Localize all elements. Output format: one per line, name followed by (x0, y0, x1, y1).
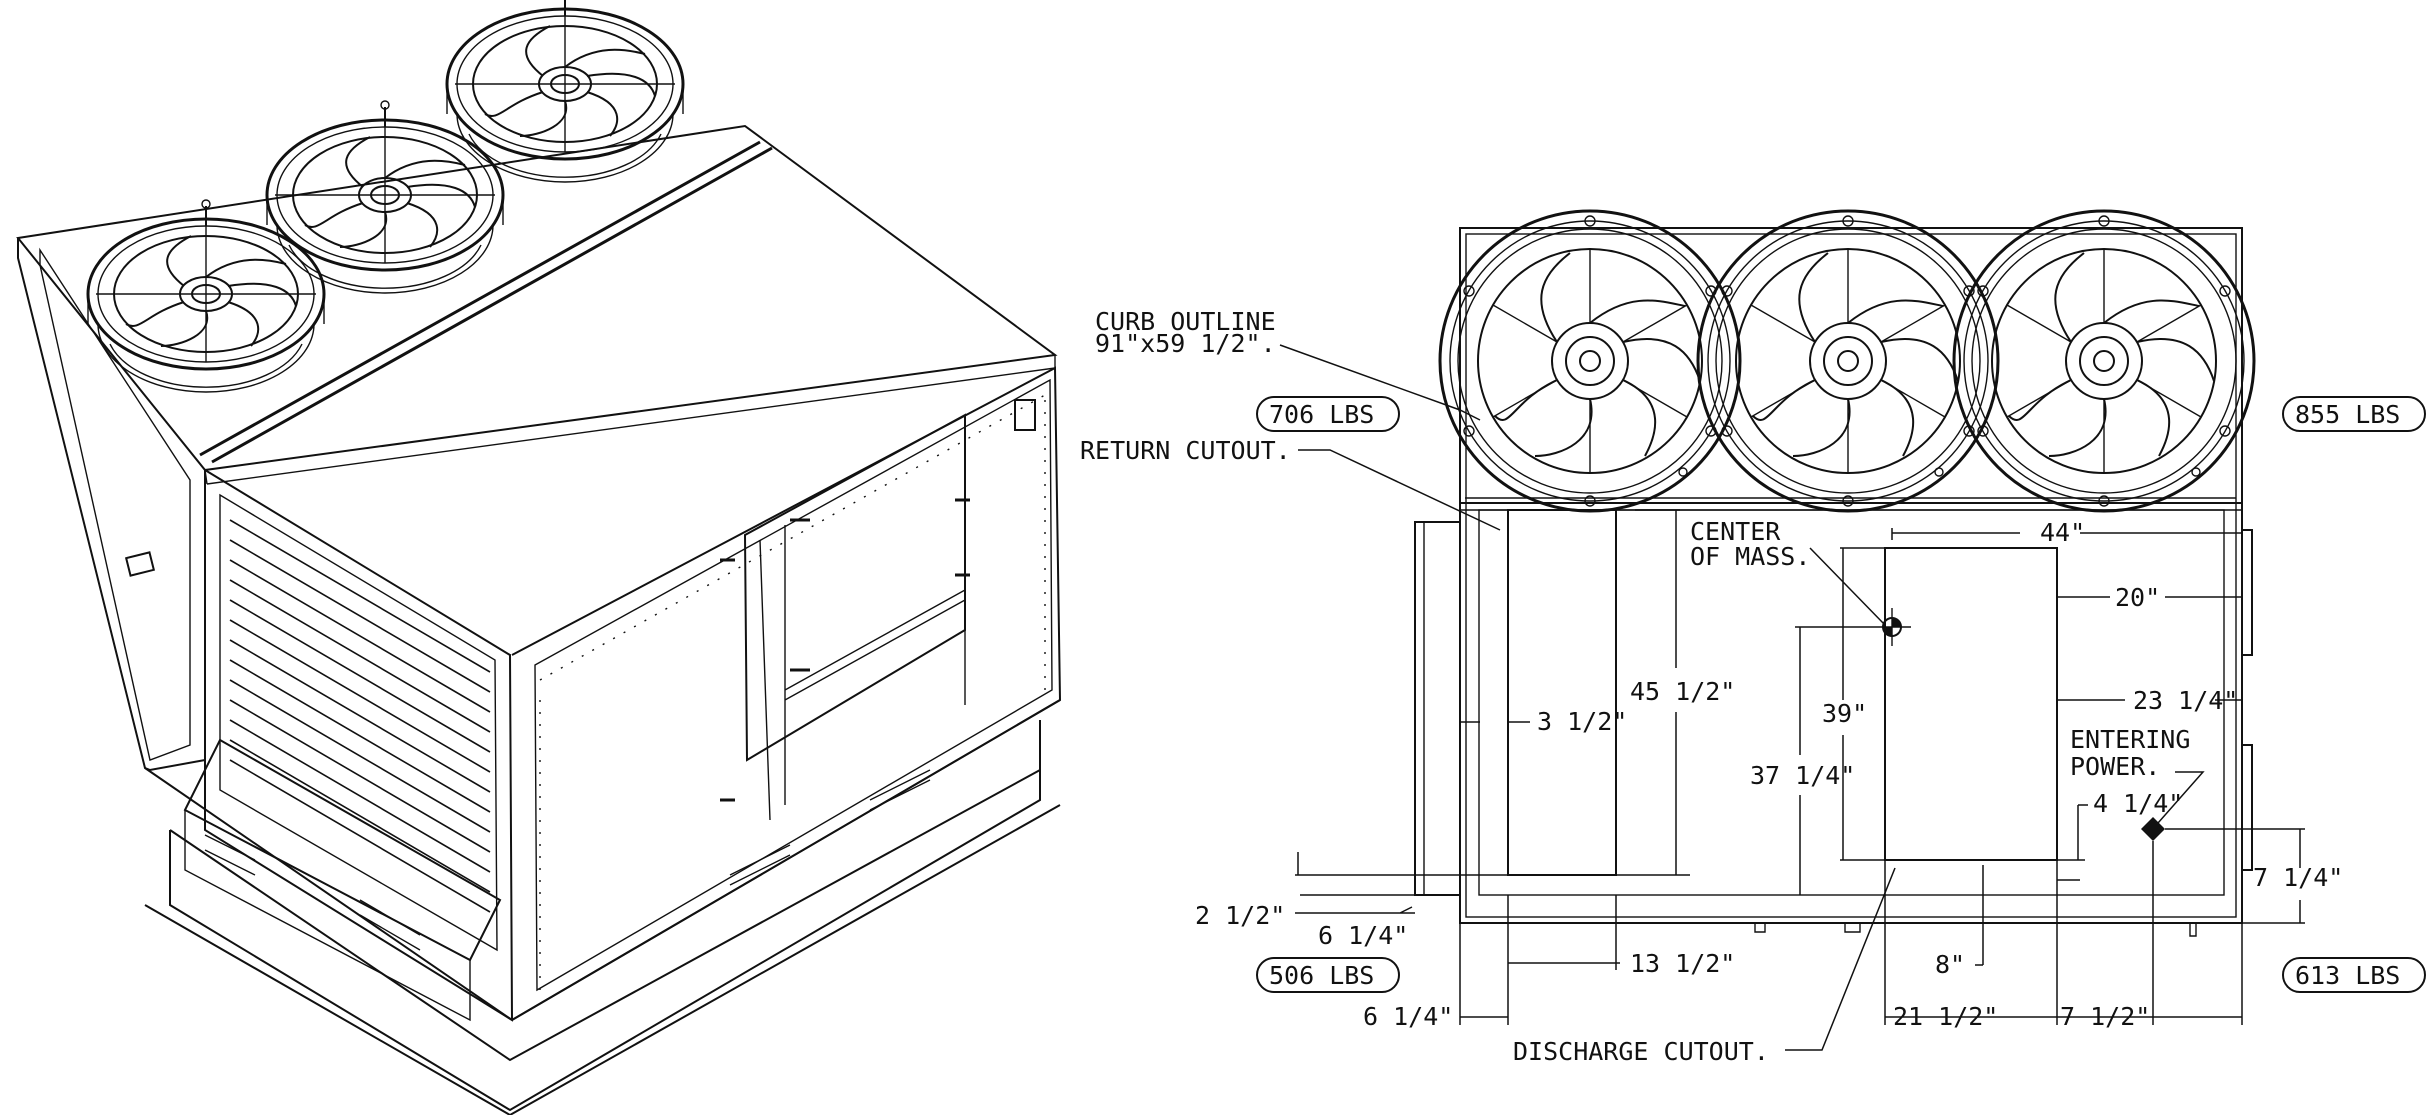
dim-20: 20" (2115, 583, 2160, 612)
weight-top-left: 706 LBS (1269, 400, 1374, 429)
iso-fan-1 (86, 198, 326, 394)
curb-outline-rect (1478, 509, 2225, 896)
dim-3-1-2: 3 1/2" (1537, 707, 1627, 736)
iso-handle-icon (1014, 399, 1036, 431)
dim-45-1-2: 45 1/2" (1630, 677, 1735, 706)
return-cutout-label: RETURN CUTOUT. (1080, 436, 1291, 465)
iso-top-seam (199, 140, 773, 464)
weight-top-right: 855 LBS (2295, 400, 2400, 429)
entering-power-label-1: ENTERING (2070, 725, 2190, 754)
weight-bottom-left: 506 LBS (1269, 961, 1374, 990)
dim-23-1-4: 23 1/4" (2133, 686, 2238, 715)
entering-power-label-2: POWER. (2070, 752, 2160, 781)
center-of-mass-label-2: OF MASS. (1690, 542, 1810, 571)
iso-access-door (743, 413, 966, 762)
iso-curb (169, 770, 1041, 1112)
leader-lines (1279, 344, 2205, 1051)
dim-44: 44" (2040, 518, 2085, 547)
plan-fan-1 (1438, 209, 1742, 513)
entering-power-symbol (2141, 817, 2165, 841)
dim-6-1-4-a: 6 1/4" (1318, 921, 1408, 950)
dim-6-1-4-b: 6 1/4" (1363, 1002, 1453, 1031)
center-of-mass-label-1: CENTER (1690, 517, 1781, 546)
dim-7-1-4: 7 1/4" (2253, 863, 2343, 892)
plan-view: CURB OUTLINE 91"x59 1/2". RETURN CUTOUT.… (1080, 209, 2426, 1066)
dim-8: 8" (1935, 950, 1965, 979)
discharge-cutout-label: DISCHARGE CUTOUT. (1513, 1037, 1769, 1066)
iso-top-panel (16, 124, 1058, 472)
curb-outline-label: CURB OUTLINE (1095, 307, 1276, 336)
dim-4-1-4: 4 1/4" (2093, 789, 2183, 818)
iso-louver-grille (229, 519, 491, 913)
iso-left-end (17, 238, 206, 772)
return-cutout-rect (1507, 509, 1617, 876)
unit-outline (1459, 227, 2243, 924)
dim-13-1-2: 13 1/2" (1630, 949, 1735, 978)
center-of-mass-symbol (1873, 608, 1911, 646)
isometric-view (16, 0, 1062, 1115)
dim-37-1-4: 37 1/4" (1750, 761, 1855, 790)
dimension-lines (1295, 509, 2305, 1025)
dim-7-1-2: 7 1/2" (2060, 1002, 2150, 1031)
weight-callouts (1256, 396, 2426, 993)
curb-size-label: 91"x59 1/2". (1095, 329, 1276, 358)
discharge-cutout-rect (1884, 547, 2058, 861)
weight-bottom-right: 613 LBS (2295, 961, 2400, 990)
dim-39: 39" (1822, 699, 1867, 728)
dim-2-1-2: 2 1/2" (1195, 901, 1285, 930)
iso-base-rail (144, 699, 1061, 1022)
dim-21-1-2: 21 1/2" (1893, 1002, 1998, 1031)
iso-right-face (511, 366, 1062, 1021)
